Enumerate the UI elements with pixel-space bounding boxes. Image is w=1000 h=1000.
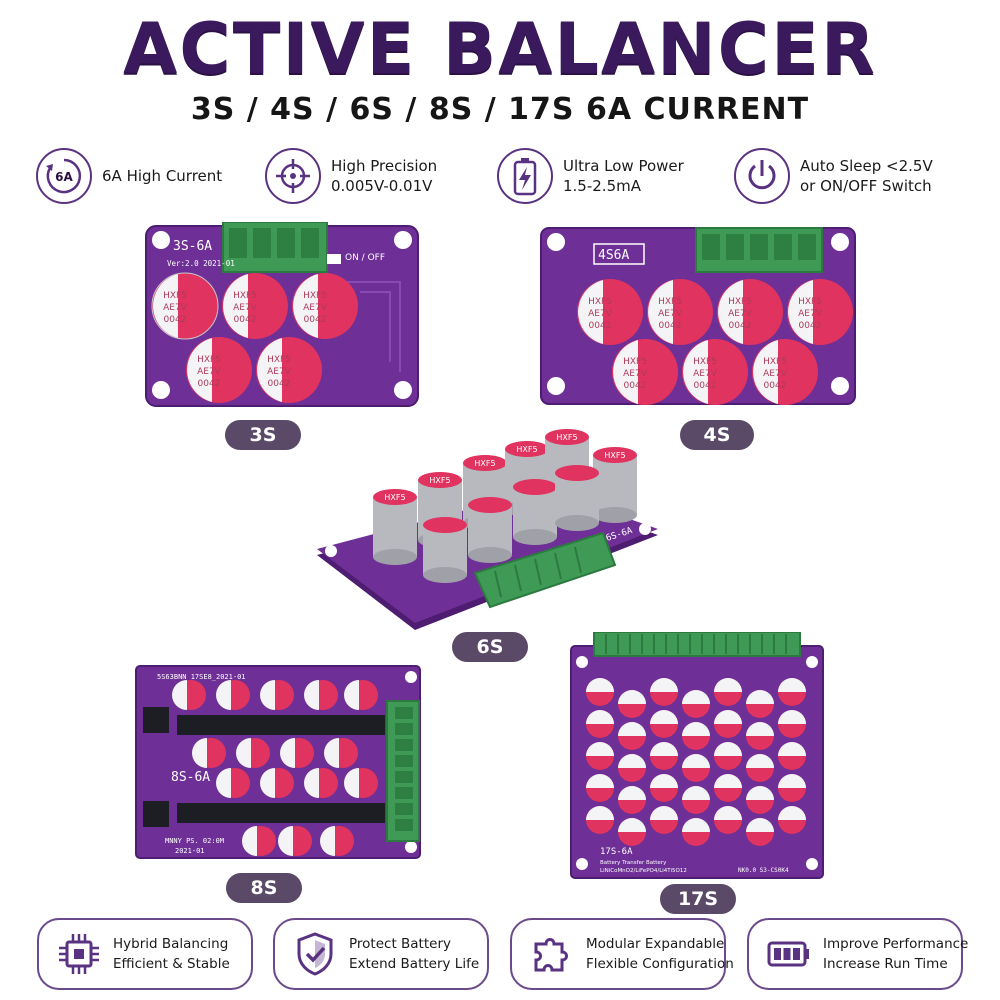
cap-text: HXF5 — [197, 355, 221, 365]
board-6s-image: 6S-6A HXF5 HXF5 HXF5 HXF5 HXF5 HXF5 — [315, 425, 660, 649]
silk-model: 8S-6A — [171, 770, 210, 785]
cap-text: AE7V — [588, 309, 613, 319]
silk-model: 4S6A — [598, 248, 629, 263]
cap-text: HXF5 — [693, 357, 717, 367]
cap-text: 0042 — [164, 315, 187, 325]
feature-badge: 6A — [55, 170, 73, 184]
cap-text: 0042 — [764, 381, 787, 391]
silk-model: 3S-6A — [173, 239, 212, 254]
feature-high-current: 6A 6A High Current — [36, 146, 222, 206]
cap-text: AE7V — [197, 367, 222, 377]
cap-text: HXF5 — [658, 297, 682, 307]
silk-model: 17S-6A — [600, 847, 633, 857]
feature-line2: 0.005V-0.01V — [331, 177, 433, 195]
feature-line1: High Precision — [331, 157, 438, 175]
silk-code: NK0.0 S3-CS0K4 — [738, 867, 789, 874]
benefit-line1: Hybrid Balancing — [113, 936, 229, 952]
cap-text: 0042 — [624, 381, 647, 391]
chip-icon — [59, 934, 99, 974]
shield-check-icon — [297, 932, 333, 976]
board-6s-label: 6S — [452, 632, 528, 662]
cap-text: AE7V — [303, 303, 328, 313]
cap-text: AE7V — [693, 369, 718, 379]
benefit-line2: Flexible Configuration — [586, 956, 734, 972]
cap-text: HXF5 — [763, 357, 787, 367]
feature-line1: 6A High Current — [102, 167, 223, 185]
cap-text: 0042 — [659, 321, 682, 331]
benefit-protect-battery: Protect Battery Extend Battery Life — [273, 918, 489, 990]
feature-line1: Ultra Low Power — [563, 157, 684, 175]
feature-auto-sleep: Auto Sleep <2.5V or ON/OFF Switch — [734, 146, 933, 206]
benefit-modular: Modular Expandable Flexible Configuratio… — [510, 918, 734, 990]
puzzle-icon — [534, 938, 568, 972]
benefit-line2: Efficient & Stable — [113, 956, 230, 972]
silk-desc2: LiNiCoMnO2/LiFePO4/Li4Ti5O12 — [600, 868, 687, 874]
cap-text: 0042 — [198, 379, 221, 389]
cap-text: 0042 — [234, 315, 257, 325]
cap-text: AE7V — [798, 309, 823, 319]
cap-text: AE7V — [163, 303, 188, 313]
silk-version: Ver:2.0 2021-01 — [167, 259, 235, 268]
cap-text: HXF5 — [728, 297, 752, 307]
benefit-line1: Modular Expandable — [586, 936, 725, 952]
board-17s-label: 17S — [660, 884, 736, 914]
board-8s-image: 5S63BNN_17SE8_2021-01 8S-6A MNNY PS. 02:… — [135, 665, 425, 865]
board-4s-label: 4S — [680, 420, 754, 450]
crosshair-icon — [265, 148, 321, 204]
board-4s-image: 4S6A HXF5 AE7V 0042 HXF5 AE7V 0042 HXF5 … — [540, 222, 858, 410]
cap-text: AE7V — [267, 367, 292, 377]
silk-desc1: Battery Transfer Battery — [600, 860, 667, 866]
cap-text: HXF5 — [163, 291, 187, 301]
benefit-performance: Improve Performance Increase Run Time — [747, 918, 968, 990]
cap-text: 0042 — [304, 315, 327, 325]
battery-bolt-icon — [497, 148, 553, 204]
cap-text: AE7V — [658, 309, 683, 319]
power-icon — [734, 148, 790, 204]
cap-text: 0042 — [589, 321, 612, 331]
board-3s-label: 3S — [225, 420, 301, 450]
cap-text: HXF5 — [267, 355, 291, 365]
battery-full-icon — [767, 941, 809, 967]
silk-date: 2021-01 — [175, 847, 205, 855]
cap-text: 0042 — [729, 321, 752, 331]
cap-text: HXF5 — [556, 433, 577, 442]
feature-line2: or ON/OFF Switch — [800, 177, 932, 195]
silk-switch: ON / OFF — [345, 253, 385, 263]
benefit-line1: Protect Battery — [349, 936, 451, 952]
cap-text: HXF5 — [474, 459, 495, 468]
cap-text: HXF5 — [384, 493, 405, 502]
cap-text: HXF5 — [604, 451, 625, 460]
cap-text: AE7V — [763, 369, 788, 379]
cap-text: 0042 — [268, 379, 291, 389]
cap-text: AE7V — [233, 303, 258, 313]
capacitor-group — [151, 272, 358, 403]
feature-high-precision: High Precision 0.005V-0.01V — [265, 146, 437, 206]
cap-text: AE7V — [623, 369, 648, 379]
feature-low-power: Ultra Low Power 1.5-2.5mA — [497, 146, 684, 206]
feature-line2: 1.5-2.5mA — [563, 177, 641, 195]
cap-text: HXF5 — [588, 297, 612, 307]
cap-text: HXF5 — [429, 476, 450, 485]
benefit-line2: Extend Battery Life — [349, 956, 480, 972]
board-8s-label: 8S — [226, 873, 302, 903]
page-subtitle: 3S / 4S / 6S / 8S / 17S 6A CURRENT — [190, 92, 810, 127]
cap-text: 0042 — [694, 381, 717, 391]
silk-bottom: MNNY PS. 02:0M — [165, 837, 224, 845]
cap-text: AE7V — [728, 309, 753, 319]
cap-text: HXF5 — [623, 357, 647, 367]
benefit-line2: Increase Run Time — [823, 956, 948, 972]
page-title: ACTIVE BALANCER — [123, 8, 877, 90]
cap-text: HXF5 — [798, 297, 822, 307]
cap-text: 0042 — [799, 321, 822, 331]
board-17s-image: 17S-6A Battery Transfer Battery LiNiCoMn… — [570, 631, 826, 884]
cap-text: HXF5 — [516, 445, 537, 454]
board-3s-image: 3S-6A Ver:2.0 2021-01 ON / OFF HXF5 AE7V… — [145, 221, 420, 412]
benefit-line1: Improve Performance — [823, 936, 969, 952]
feature-line1: Auto Sleep <2.5V — [800, 157, 933, 175]
6a-current-icon: 6A — [36, 148, 92, 204]
benefit-hybrid-balancing: Hybrid Balancing Efficient & Stable — [37, 918, 253, 990]
cap-text: HXF5 — [303, 291, 327, 301]
silk-top: 5S63BNN_17SE8_2021-01 — [157, 673, 246, 681]
cap-text: HXF5 — [233, 291, 257, 301]
